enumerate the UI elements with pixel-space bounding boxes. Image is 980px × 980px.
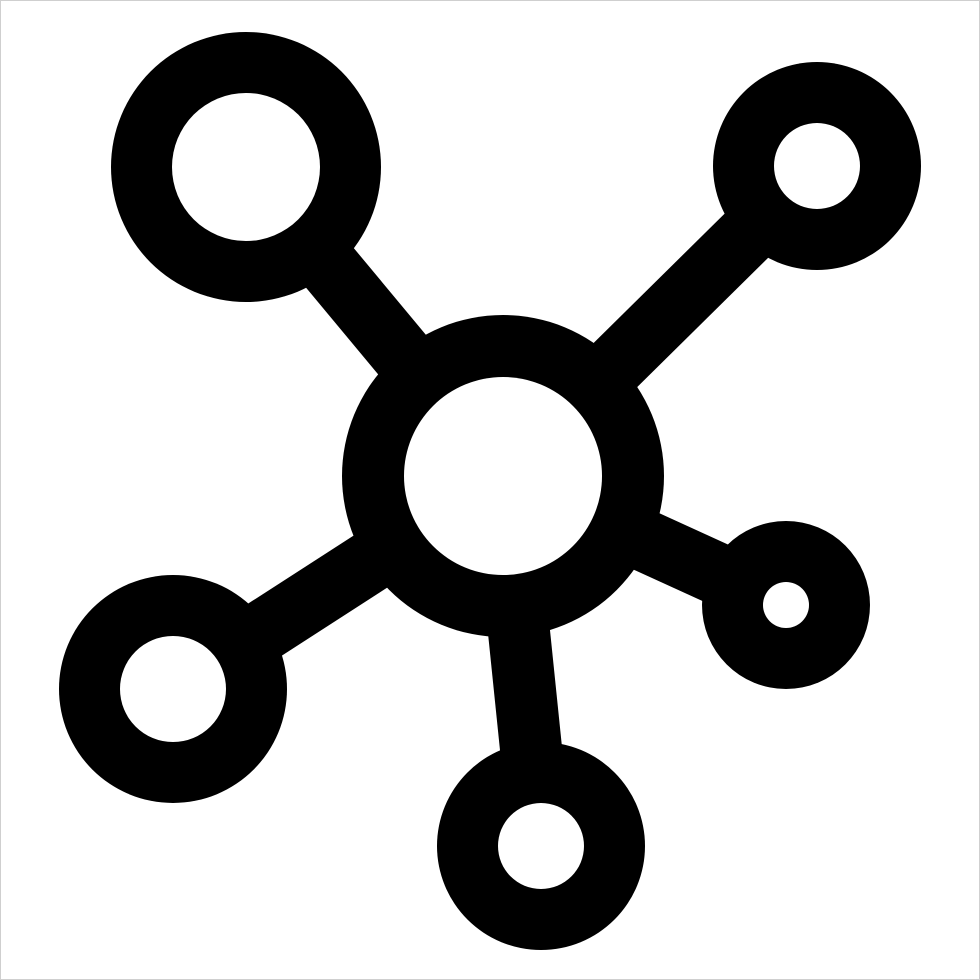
- bottom-left-node-hole: [120, 636, 226, 742]
- top-left-node: [111, 32, 381, 302]
- bottom-left-node: [59, 575, 287, 803]
- top-right-node: [713, 62, 921, 270]
- bottom-node: [437, 742, 645, 950]
- right-node: [702, 521, 870, 689]
- bottom-node-hole: [498, 803, 584, 889]
- top-left-node-hole: [172, 93, 320, 241]
- top-right-node-hole: [774, 123, 860, 209]
- right-node-hole: [763, 582, 809, 628]
- hub-node: [342, 315, 664, 637]
- hub-node-hole: [404, 377, 602, 575]
